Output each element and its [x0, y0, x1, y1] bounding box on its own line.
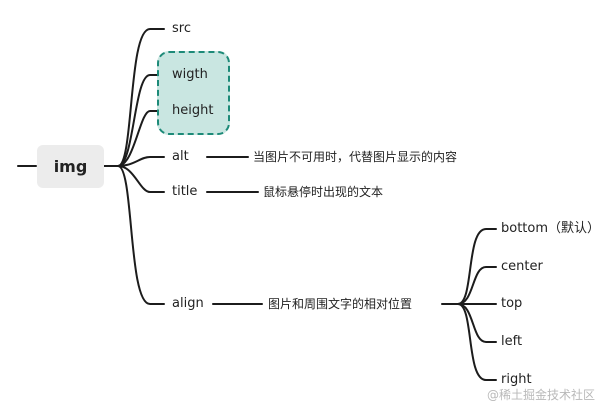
attr-wigth: wigth	[172, 67, 208, 82]
align-option: bottom（默认）	[501, 221, 601, 236]
attr-height: height	[172, 103, 214, 118]
attr-src: src	[172, 21, 191, 36]
watermark: @稀土掘金技术社区	[486, 388, 595, 402]
title-description: 鼠标悬停时出现的文本	[263, 185, 384, 199]
highlight-group-box	[157, 51, 230, 135]
align-option: left	[501, 334, 523, 349]
attr-title: title	[172, 184, 198, 199]
alt-description: 当图片不可用时，代替图片显示的内容	[253, 150, 458, 164]
align-option: top	[501, 296, 523, 311]
align-option: center	[501, 259, 543, 274]
attr-alt: alt	[172, 149, 189, 164]
attr-align: align	[172, 296, 204, 311]
align-option: right	[501, 372, 532, 387]
root-label: img	[53, 157, 88, 176]
root-node-img: img	[37, 145, 104, 188]
align-description: 图片和周围文字的相对位置	[268, 297, 413, 311]
